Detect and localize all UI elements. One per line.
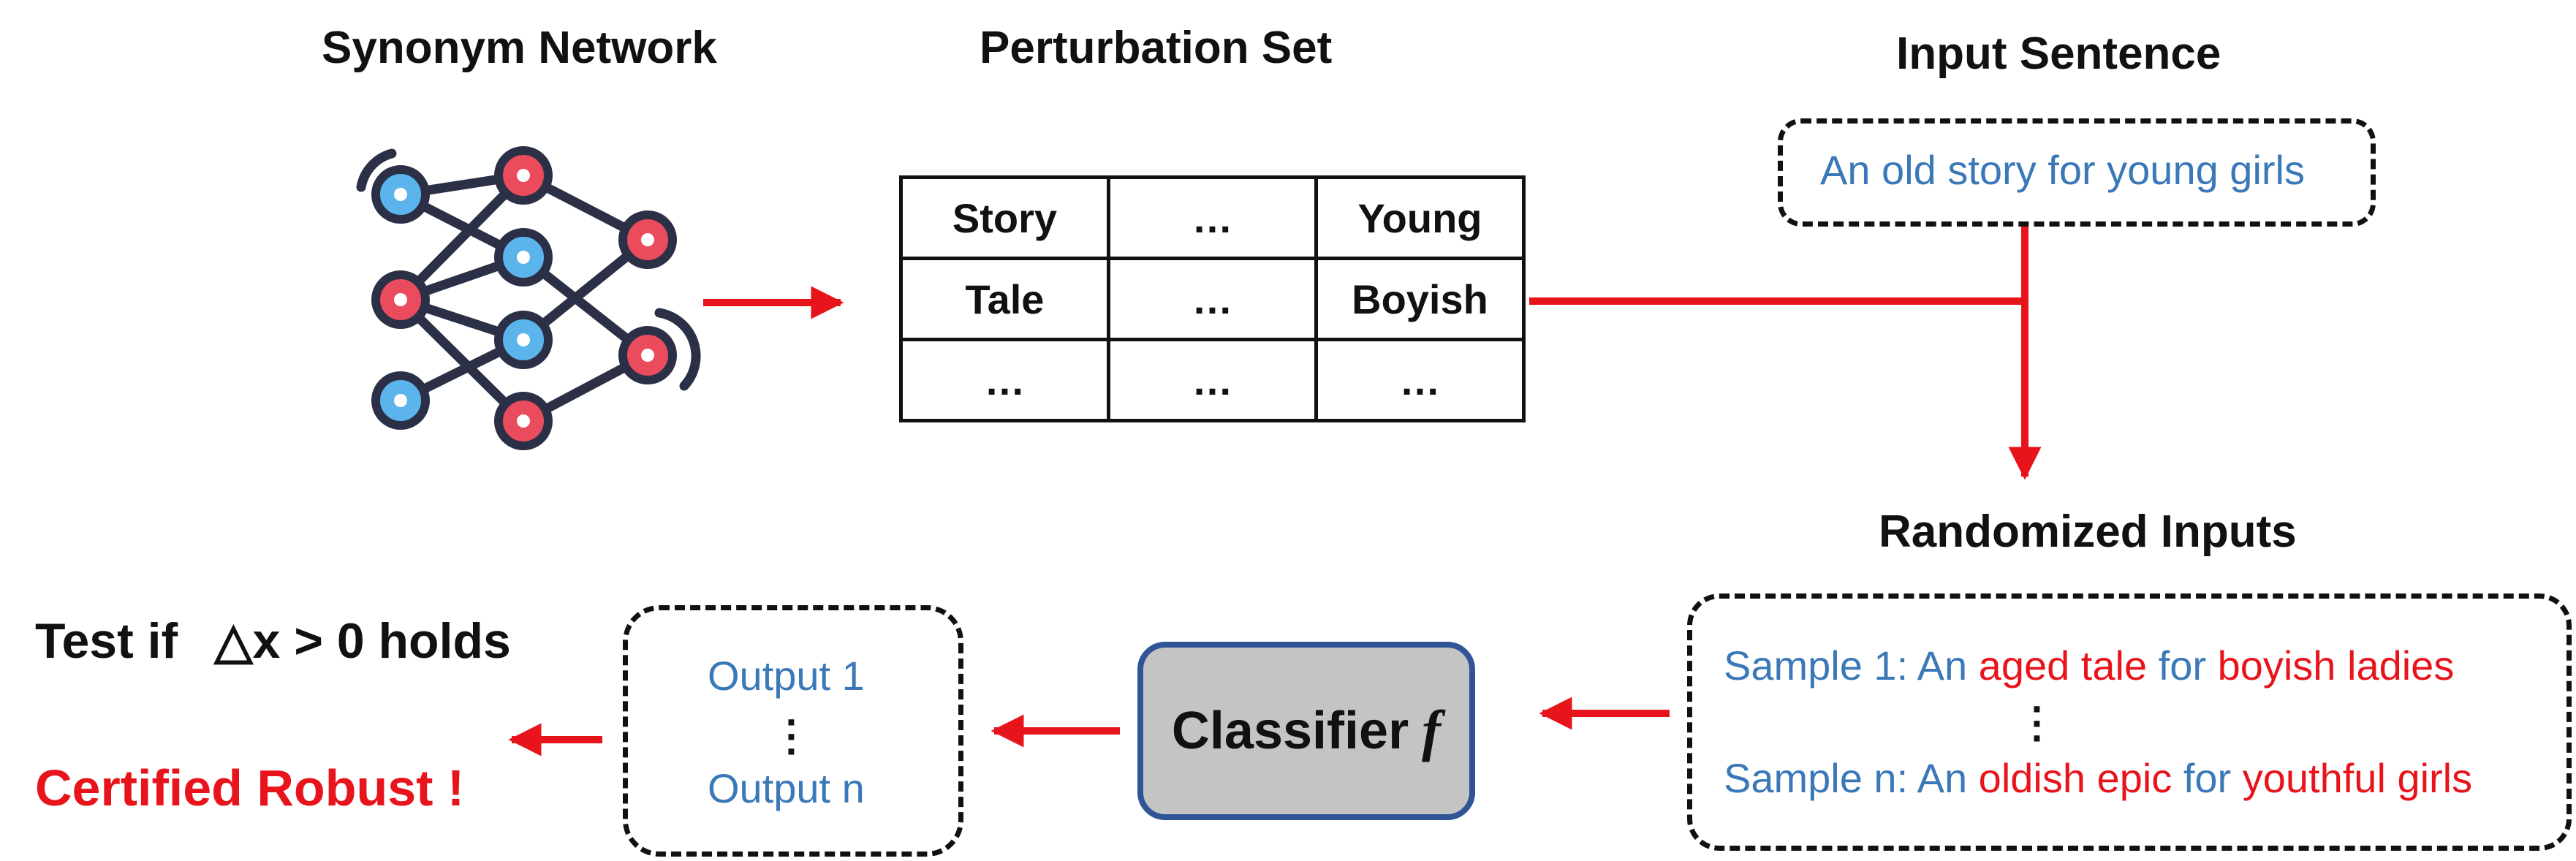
table-cell: Boyish: [1314, 257, 1526, 341]
table-cell: …: [1107, 175, 1318, 260]
randomized-inputs-box: [1687, 593, 2572, 851]
sample-1-part: for: [2147, 642, 2218, 689]
input-sentence-title: Input Sentence: [1896, 29, 2221, 79]
table-cell: Young: [1314, 175, 1526, 260]
test-label: Test if: [35, 613, 178, 669]
table-row: Story … Young: [899, 175, 1526, 260]
table-cell: Tale: [899, 257, 1110, 341]
vertical-ellipsis-outputs: ···: [785, 699, 800, 774]
certified-robust-label: Certified Robust !: [35, 759, 465, 816]
synonym-network-title: Synonym Network: [322, 23, 717, 73]
output-1-text: Output 1: [708, 653, 865, 699]
classifier-symbol: f: [1422, 699, 1442, 762]
test-statement: Test if △x > 0 holds: [35, 612, 511, 670]
neural-network-icon: [356, 146, 701, 450]
perturbation-set-title: Perturbation Set: [980, 23, 1333, 73]
table-cell: …: [1107, 257, 1318, 341]
classifier-label: Classifier: [1171, 702, 1409, 760]
table-cell: Story: [899, 175, 1110, 260]
sample-n-part: youthful girls: [2242, 755, 2473, 801]
output-n-text: Output n: [708, 765, 865, 811]
input-sentence-box: [1778, 118, 2376, 227]
table-cell: …: [1314, 338, 1526, 422]
sample-n-part: oldish epic: [1978, 755, 2172, 801]
sample-1-part: boyish ladies: [2217, 642, 2455, 689]
sample-1-text: Sample 1: An aged tale for boyish ladies: [1724, 642, 2454, 689]
sample-n-part: Sample n: An: [1724, 755, 1979, 801]
sample-n-text: Sample n: An oldish epic for youthful gi…: [1724, 754, 2472, 802]
sample-1-part: aged tale: [1978, 642, 2148, 689]
input-sentence-text: An old story for young girls: [1820, 147, 2305, 193]
test-condition: △x > 0 holds: [214, 613, 511, 669]
sample-1-part: Sample 1: An: [1724, 642, 1979, 689]
table-cell: …: [1107, 338, 1318, 422]
table-row: Tale … Boyish: [899, 257, 1526, 341]
table-cell: …: [899, 338, 1110, 422]
vertical-ellipsis-samples: ···: [2031, 686, 2045, 761]
sample-n-part: for: [2172, 755, 2243, 801]
outputs-box: [623, 605, 963, 857]
table-row: … … …: [899, 338, 1526, 422]
randomized-inputs-title: Randomized Inputs: [1879, 507, 2297, 557]
perturbation-table: Story … Young Tale … Boyish … … …: [899, 175, 1526, 422]
